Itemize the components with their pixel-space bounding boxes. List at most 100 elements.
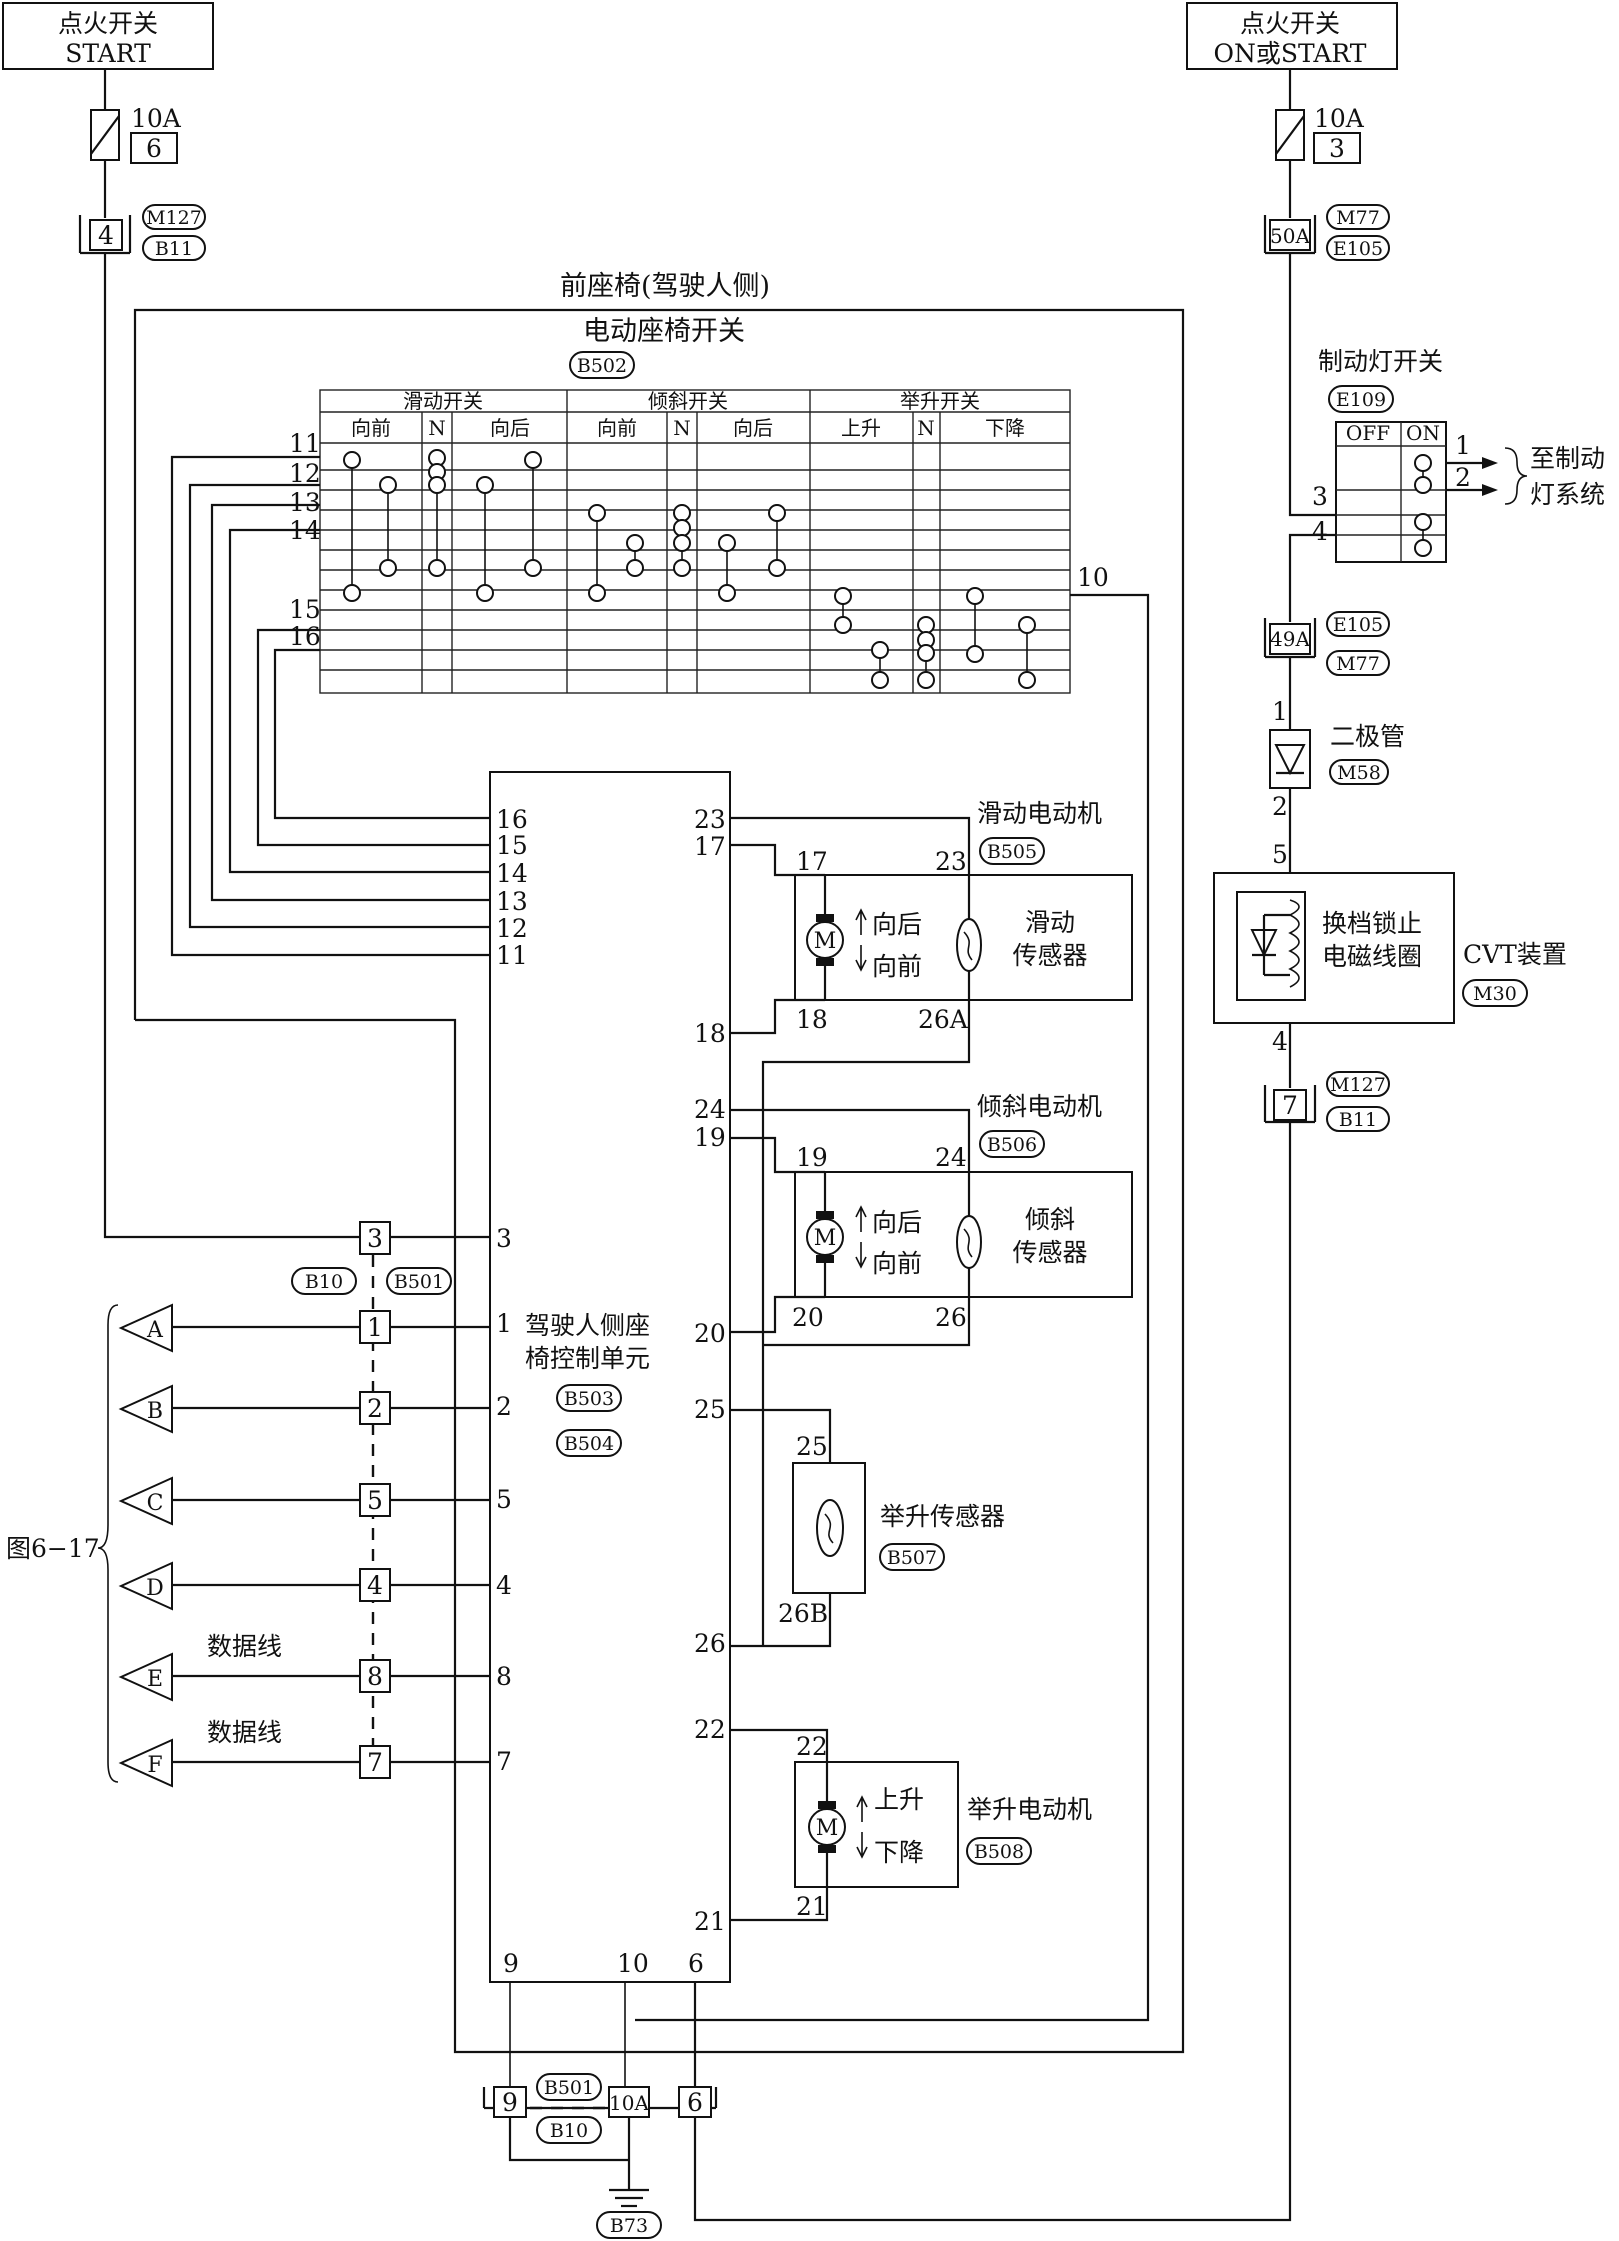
lift-sensor-pin-26B: 26B — [778, 1599, 828, 1628]
switch-row-11: 11 — [289, 429, 321, 458]
slide-fwd-label: 向前 — [872, 952, 922, 981]
connector-49A: 49A E105 M77 — [1263, 611, 1390, 676]
slide-pin-23: 23 — [935, 847, 967, 876]
cu-pin-6: 6 — [688, 1949, 704, 1978]
connector-left-top-pin: 4 — [98, 221, 114, 250]
cu-pin-18: 18 — [694, 1019, 726, 1048]
slide-motor-title: 滑动电动机 — [977, 799, 1102, 828]
bottom-connector: 9 10A 6 B501 B10 — [482, 2073, 718, 2144]
left-connector-column: 3 B10 B501 1 2 5 4 8 7 — [291, 1221, 452, 1779]
tilt-motor-assembly: 倾斜电动机 B506 19 24 20 26 M 向后 向前 倾斜 传感器 — [792, 1092, 1133, 1332]
slide-motor-m: M — [814, 929, 837, 954]
tag-B502: B502 — [577, 355, 627, 377]
brake-off-label: OFF — [1346, 421, 1390, 445]
cvt-pin-5: 5 — [1272, 840, 1288, 869]
tag-M77-lower: M77 — [1336, 653, 1380, 675]
data-line-label-F: 数据线 — [207, 1718, 282, 1747]
slide-sensor-line2: 传感器 — [1012, 941, 1087, 970]
seat-control-unit: 驾驶人侧座 椅控制单元 B503 B504 16 15 14 13 12 11 … — [489, 771, 731, 1983]
lift-sensor: 25 26B 举升传感器 B507 — [778, 1432, 1005, 1628]
tag-E105-lower: E105 — [1333, 614, 1383, 636]
tag-M77: M77 — [1336, 207, 1380, 229]
bottom-pin-10A: 10A — [609, 2091, 649, 2115]
cu-pin-21: 21 — [694, 1907, 726, 1936]
fuse-left: 10A 6 — [90, 104, 182, 164]
tag-B508: B508 — [974, 1841, 1024, 1863]
tag-B11: B11 — [155, 238, 193, 260]
tag-M30: M30 — [1473, 983, 1517, 1005]
slide-pin-26A: 26A — [918, 1005, 969, 1034]
arrow-F: F — [147, 1753, 162, 1778]
figure-reference: 图6−17 — [6, 1534, 100, 1563]
lift-motor-pin-22: 22 — [796, 1732, 828, 1761]
cu-pin-1: 1 — [496, 1309, 512, 1338]
slide-motor-assembly: 滑动电动机 B505 17 23 18 26A M 向后 向前 滑动 传感器 — [794, 799, 1133, 1034]
control-unit-line2: 椅控制单元 — [525, 1344, 650, 1373]
tag-E109: E109 — [1336, 389, 1386, 411]
brake-light-switch: 制动灯开关 E109 OFF ON 3 4 1 2 至制动 灯系统 — [1312, 347, 1605, 563]
fuse-right-rating: 10A — [1314, 104, 1365, 133]
arrow-B: B — [147, 1399, 163, 1424]
lc-pin-2: 2 — [367, 1394, 383, 1423]
lc-pin-8: 8 — [367, 1662, 383, 1691]
tilt-sensor-line1: 倾斜 — [1025, 1205, 1075, 1234]
slide-sensor-line1: 滑动 — [1025, 908, 1075, 937]
cvt-label: CVT装置 — [1463, 940, 1567, 969]
fuse-left-rating: 10A — [131, 104, 182, 133]
diode-label: 二极管 — [1330, 722, 1405, 751]
lift-down-label: 下降 — [874, 1838, 924, 1867]
col-slide-forward: 向前 — [351, 416, 391, 440]
control-unit-line1: 驾驶人侧座 — [525, 1311, 650, 1340]
front-seat-box: 前座椅(驾驶人侧) 电动座椅开关 B502 — [133, 271, 1185, 2054]
brake-pin-4: 4 — [1312, 517, 1328, 546]
brake-on-label: ON — [1406, 421, 1440, 445]
tilt-sensor-line2: 传感器 — [1012, 1238, 1087, 1267]
switch-row-16: 16 — [289, 622, 321, 651]
cu-pin-2: 2 — [496, 1392, 512, 1421]
fuse-right-number: 3 — [1329, 134, 1345, 163]
group-tilt-switch: 倾斜开关 — [648, 389, 728, 413]
switch-row-10: 10 — [1077, 563, 1109, 592]
arrow-C: C — [147, 1491, 164, 1516]
switch-row-12: 12 — [289, 459, 321, 488]
brake-out-1: 1 — [1455, 431, 1471, 460]
cvt-unit: 5 换档锁止 电磁线圈 CVT装置 M30 4 — [1213, 840, 1567, 1056]
cu-pin-10: 10 — [617, 1949, 649, 1978]
tag-E105: E105 — [1333, 238, 1383, 260]
cu-pin-15: 15 — [496, 831, 528, 860]
switch-row-15: 15 — [289, 595, 321, 624]
cu-pin-14: 14 — [496, 859, 528, 888]
switch-table: 滑动开关 倾斜开关 举升开关 向前 N 向后 向前 N 向后 上升 N 下降 1… — [289, 389, 1150, 2022]
cu-pin-23: 23 — [694, 805, 726, 834]
tag-B10-left: B10 — [305, 1271, 343, 1293]
connector-49A-pin: 49A — [1270, 627, 1310, 651]
cvt-pin-4: 4 — [1272, 1027, 1288, 1056]
connector-right-top: 50A M77 E105 — [1263, 204, 1390, 261]
ignition-start-line2: START — [65, 39, 151, 68]
col-tilt-neutral: N — [673, 416, 691, 440]
front-seat-title: 前座椅(驾驶人侧) — [560, 271, 770, 302]
tilt-fwd-label: 向前 — [872, 1249, 922, 1278]
tag-M127: M127 — [146, 207, 202, 229]
lift-motor-pin-21: 21 — [796, 1892, 828, 1921]
cu-pin-3: 3 — [496, 1224, 512, 1253]
tag-B504: B504 — [564, 1433, 614, 1455]
tag-B506: B506 — [987, 1134, 1037, 1156]
tilt-motor-m: M — [814, 1226, 837, 1251]
connector-7-pin: 7 — [1282, 1091, 1298, 1120]
tag-M127-lower: M127 — [1330, 1074, 1386, 1096]
ignition-switch-start: 点火开关 START — [2, 2, 214, 70]
bottom-pin-6: 6 — [687, 2088, 703, 2117]
arrow-A: A — [146, 1318, 164, 1343]
tilt-pin-20: 20 — [792, 1303, 824, 1332]
tag-B503: B503 — [564, 1388, 614, 1410]
brake-switch-title: 制动灯开关 — [1318, 347, 1443, 376]
ignition-on-line2: ON或START — [1214, 39, 1367, 68]
cvt-coil-line1: 换档锁止 — [1322, 909, 1422, 938]
col-lift-up: 上升 — [841, 416, 881, 440]
cu-pin-20: 20 — [694, 1319, 726, 1348]
diode: 1 2 二极管 M58 — [1269, 697, 1405, 821]
tag-M58: M58 — [1337, 762, 1381, 784]
cvt-coil-line2: 电磁线圈 — [1322, 942, 1422, 971]
